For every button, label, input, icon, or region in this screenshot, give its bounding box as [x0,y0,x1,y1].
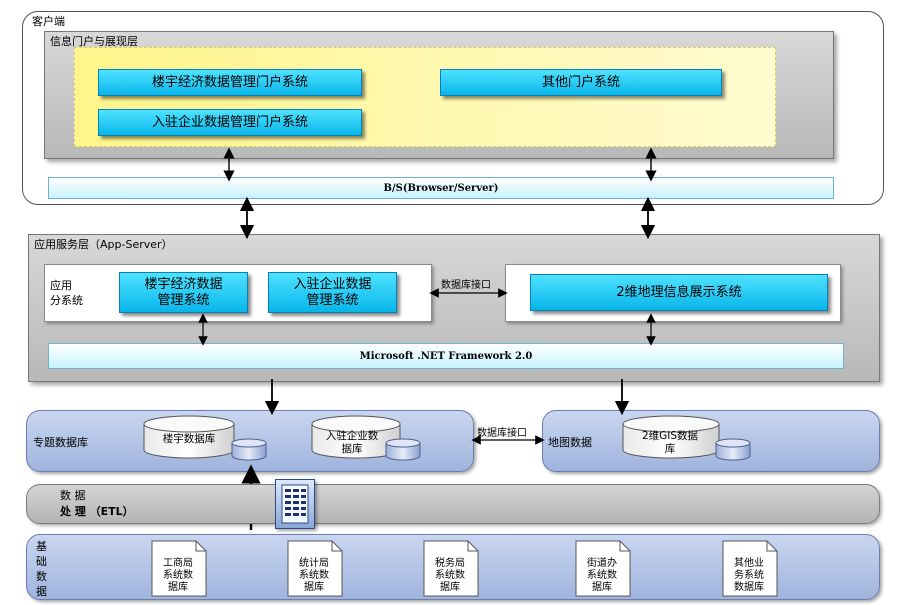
doc-shape-1 [151,540,207,597]
doc-2: 统计局系统数据库 [290,558,338,594]
doc-3-line1: 税务局 [435,558,465,569]
etl-label-line2: 处 理 （ETL） [60,505,134,518]
portal-layer-label: 信息门户与展现层 [50,35,138,48]
doc-2-line2: 系统数 [299,570,329,581]
doc-3-line2: 系统数 [435,570,465,581]
doc-5: 其他业务系统数据库 [725,558,773,594]
enterprise-db-cylinder [311,415,401,459]
app-subsystem-enterprise-line2: 管理系统 [306,292,359,308]
base-data-label-1: 基 [36,540,47,553]
doc-4: 街道办系统数据库 [578,558,626,594]
bs-bar-label: B/S(Browser/Server) [383,182,499,194]
portal-system-building[interactable]: 楼宇经济数据管理门户系统 [98,69,362,96]
doc-2-line1: 统计局 [299,558,329,569]
doc-3: 税务局系统数据库 [426,558,474,594]
doc-shape-4 [575,540,631,597]
app-subsystem-building-line1: 楼宇经济数据 [144,276,223,292]
base-data-label-2: 础 [36,555,47,568]
doc-shape-3 [423,540,479,597]
doc-1-line3: 据库 [168,582,188,593]
framework-bar: Microsoft .NET Framework 2.0 [48,343,844,369]
doc-shape-2 [287,540,343,597]
doc-4-line2: 系统数 [587,570,617,581]
doc-5-line1: 其他业 [734,558,764,569]
building-db-small-cylinder [231,438,267,461]
client-label: 客户端 [32,15,65,28]
doc-1-line2: 系统数 [163,570,193,581]
enterprise-db-text-line1: 入驻企业数 [325,430,379,442]
app-layer-label: 应用服务层（App-Server） [34,238,173,251]
app-subsystem-building-line2: 管理系统 [157,292,210,308]
portal-system-enterprise-label: 入驻企业数据管理门户系统 [151,114,308,130]
doc-4-line1: 街道办 [587,558,617,569]
enterprise-db-text: 入驻企业数据库 [314,430,390,456]
portal-system-other-label: 其他门户系统 [541,74,620,90]
bs-bar: B/S(Browser/Server) [48,177,834,199]
doc-3-line3: 据库 [440,582,460,593]
app-subsystem-label-1: 应用 [50,279,72,292]
gis-system-label: 2维地理信息展示系统 [616,284,742,300]
db-interface-label: 数据库接口 [477,428,527,439]
portal-system-enterprise[interactable]: 入驻企业数据管理门户系统 [98,109,362,136]
map-data-label: 地图数据 [548,436,592,449]
doc-5-line3: 数据库 [734,582,764,593]
thematic-db-label: 专题数据库 [33,436,88,449]
etl-panel [26,484,880,524]
gis-db-text-line2: 库 [664,443,676,455]
etl-label-line1: 数 据 [60,489,86,502]
app-subsystem-enterprise[interactable]: 入驻企业数据管理系统 [268,272,397,313]
doc-2-line3: 据库 [304,582,324,593]
doc-1-line1: 工商局 [163,558,193,569]
etl-server-icon [275,479,315,529]
enterprise-db-small-cylinder [385,438,421,461]
etl-server-icon-art [281,484,309,524]
app-db-interface-label: 数据库接口 [441,280,491,291]
building-db-text-line: 楼宇数据库 [162,433,216,445]
base-data-label-3: 数 [36,570,47,583]
doc-5-line2: 务系统 [734,570,764,581]
portal-system-building-label: 楼宇经济数据管理门户系统 [151,74,308,90]
gis-db-text: 2维GIS数据库 [625,430,715,456]
doc-1: 工商局系统数据库 [154,558,202,594]
framework-label: Microsoft .NET Framework 2.0 [359,350,533,362]
app-subsystem-label-2: 分系统 [50,294,83,307]
gis-db-small-cylinder [715,438,751,461]
building-db-text: 楼宇数据库 [150,433,228,446]
doc-shape-5 [722,540,778,597]
enterprise-db-text-line2: 据库 [341,443,363,455]
doc-4-line3: 据库 [592,582,612,593]
app-subsystem-building[interactable]: 楼宇经济数据管理系统 [119,272,248,313]
base-data-label-4: 据 [36,585,47,598]
gis-system-box[interactable]: 2维地理信息展示系统 [530,274,828,311]
building-db-cylinder [143,415,235,459]
app-subsystem-enterprise-line1: 入驻企业数据 [293,276,372,292]
gis-db-text-line1: 2维GIS数据 [641,430,699,442]
portal-system-other[interactable]: 其他门户系统 [440,69,722,96]
